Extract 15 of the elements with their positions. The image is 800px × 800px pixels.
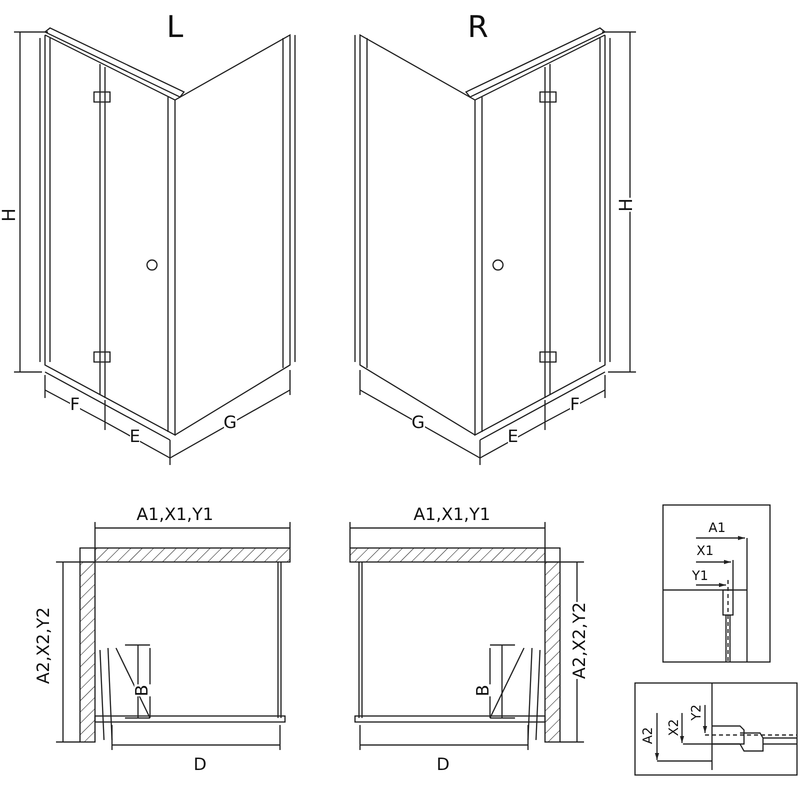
dimension-label: A2 xyxy=(642,726,655,744)
dimension-label: B xyxy=(475,684,492,696)
dimension-label: A1,X1,Y1 xyxy=(136,506,214,524)
dimension-label: B xyxy=(134,684,152,696)
dimension-label: Y1 xyxy=(692,570,708,582)
dimension-label: X1 xyxy=(696,544,714,558)
dimension-label: E xyxy=(508,428,518,446)
dimension-label: A1,X1,Y1 xyxy=(414,506,490,524)
dimension-label: G xyxy=(412,414,425,432)
dimension-label: X2 xyxy=(668,718,681,736)
dimension-label: E xyxy=(130,428,140,446)
dimension-label: G xyxy=(224,414,237,432)
dimension-label: A1 xyxy=(708,522,726,534)
dimension-label: A2,X2,Y2 xyxy=(571,602,588,678)
dimension-label: A2,X2,Y2 xyxy=(35,606,52,684)
